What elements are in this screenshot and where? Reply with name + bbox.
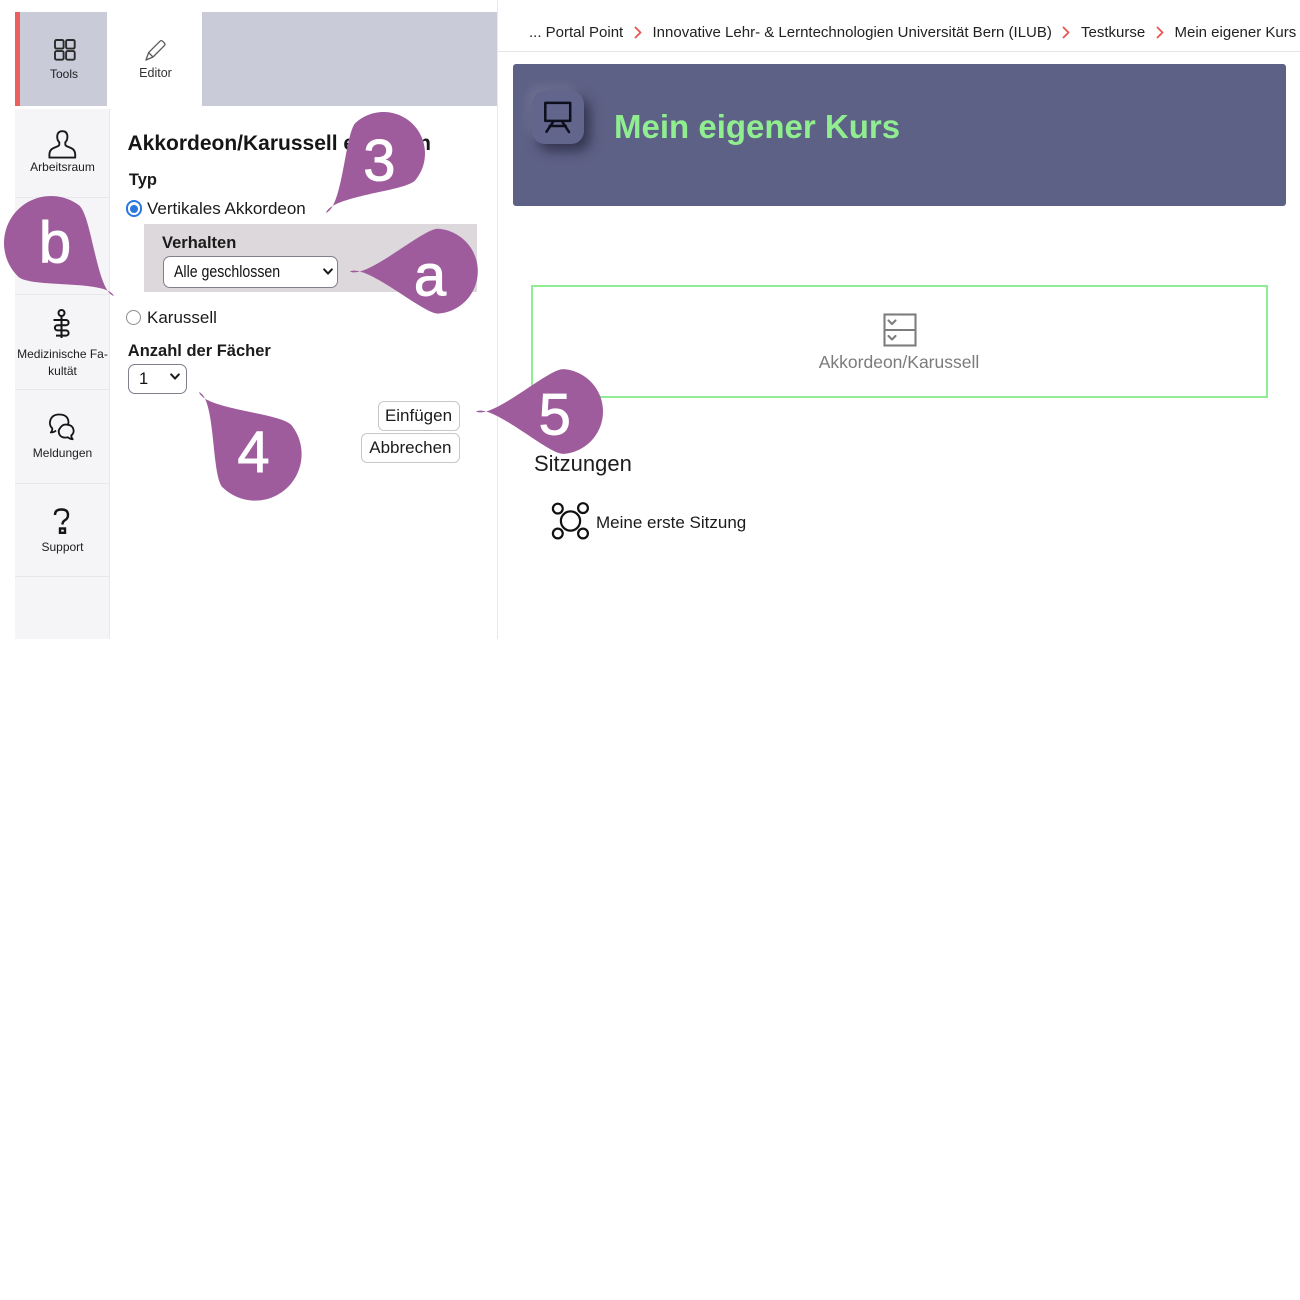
svg-text:4: 4	[237, 420, 269, 485]
